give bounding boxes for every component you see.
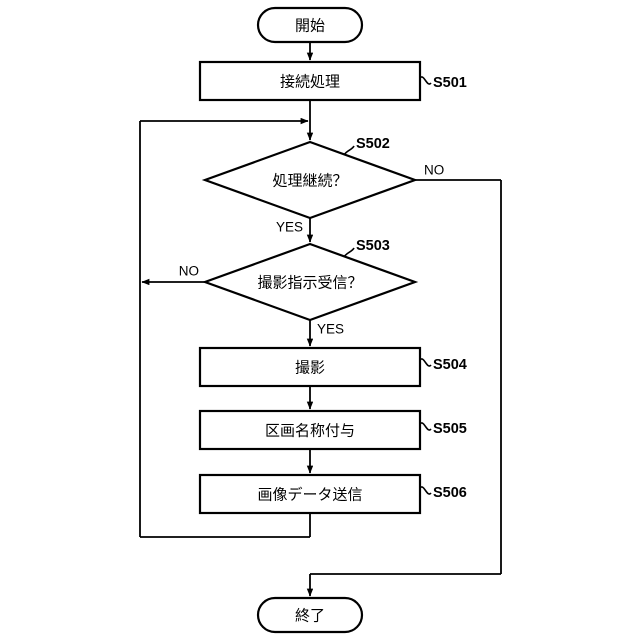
node-s502[interactable]: 処理継続？ — [201, 140, 419, 220]
s501-step-text: S501 — [433, 75, 467, 91]
start-label: 開始 — [295, 17, 325, 35]
end-label: 終了 — [295, 607, 325, 625]
s506-box-shape — [198, 473, 422, 515]
s506-leader-line — [419, 486, 432, 495]
s504-label: 撮影 — [295, 359, 325, 377]
s504-box-shape — [198, 346, 422, 388]
s506-label: 画像データ送信 — [257, 486, 362, 504]
step-marker-s505: S505 — [419, 421, 467, 437]
node-end[interactable]: 終了 — [256, 596, 364, 634]
node-s505[interactable]: 区画名称付与 — [198, 409, 422, 451]
branch-label-s502-yes: YES — [276, 220, 303, 235]
s505-label: 区画名称付与 — [265, 422, 355, 440]
node-s504[interactable]: 撮影 — [198, 346, 422, 388]
s504-step-text: S504 — [433, 357, 467, 373]
step-marker-s504: S504 — [419, 357, 467, 373]
connector-layer — [139, 42, 502, 597]
node-start[interactable]: 開始 — [256, 6, 364, 44]
s506-step-text: S506 — [433, 485, 467, 501]
node-s506[interactable]: 画像データ送信 — [198, 473, 422, 515]
step-marker-s501: S501 — [419, 75, 467, 91]
node-s503[interactable]: 撮影指示受信？ — [201, 242, 419, 322]
end-terminator-shape — [256, 596, 364, 634]
s503-label: 撮影指示受信？ — [257, 274, 362, 292]
s503-diamond-shape — [201, 242, 419, 322]
s505-box-shape — [198, 409, 422, 451]
branch-label-s502-no: NO — [424, 163, 444, 178]
step-marker-s503: S503 — [343, 238, 390, 258]
branch-label-s503-yes: YES — [317, 322, 344, 337]
node-s501[interactable]: 接続処理 — [198, 60, 422, 102]
s501-leader-line — [419, 76, 432, 85]
s501-box-shape — [198, 60, 422, 102]
s504-leader-line — [419, 358, 432, 367]
start-terminator-shape — [256, 6, 364, 44]
step-marker-s502: S502 — [343, 136, 390, 156]
s503-leader-line — [343, 247, 355, 258]
s505-leader-line — [419, 422, 432, 431]
s502-step-text: S502 — [356, 136, 390, 152]
s505-step-text: S505 — [433, 421, 467, 437]
s502-label: 処理継続？ — [272, 172, 347, 190]
s502-leader-line — [343, 145, 355, 156]
s502-diamond-shape — [201, 140, 419, 220]
s503-step-text: S503 — [356, 238, 390, 254]
branch-label-s503-no: NO — [179, 264, 199, 279]
step-marker-s506: S506 — [419, 485, 467, 501]
s501-label: 接続処理 — [280, 73, 340, 91]
